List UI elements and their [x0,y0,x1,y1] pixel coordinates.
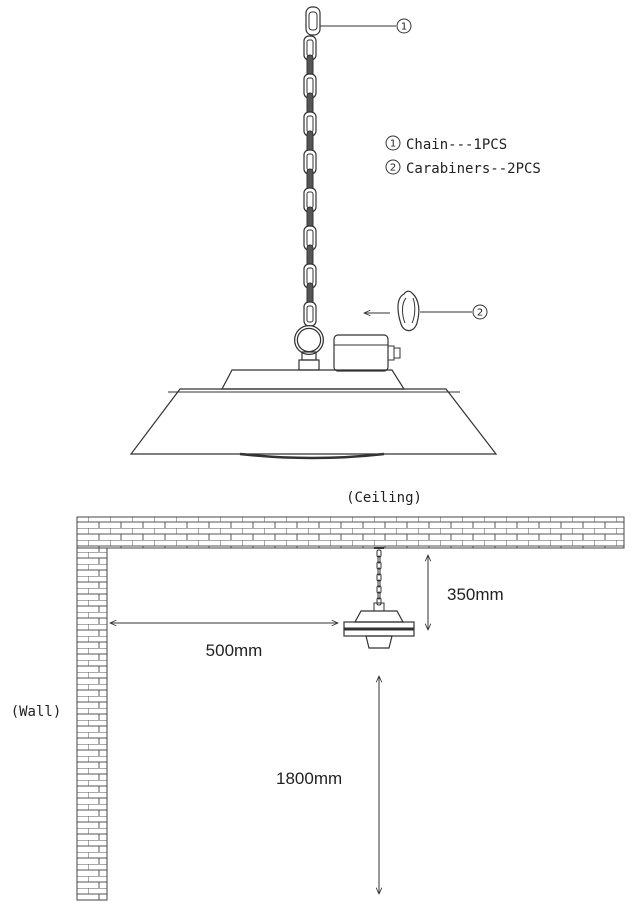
small-chain-link [377,555,381,564]
callout-1: 1 [320,18,412,34]
chain [303,35,317,327]
small-chain-link [377,591,381,600]
ceiling-label: (Ceiling) [346,490,422,506]
callout-1-marker [396,18,412,34]
eye-bolt [294,325,324,371]
chain-top-link [305,6,321,36]
dim-distance-from-wall: 500mm [206,641,263,660]
chain-link [303,301,317,327]
small-chain-link [376,561,382,570]
carabiner [364,290,420,332]
callout-1-number: 1 [401,22,407,33]
legend-chain: Chain---1PCS [406,137,507,153]
chain-link [303,35,317,61]
small-chain-link [376,573,382,582]
callout-2-number: 2 [477,308,483,319]
installation-layout: (Ceiling) (Wall) 500mm 350mm [11,490,625,901]
legend-carabiners: Carabiners--2PCS [406,161,541,177]
driver-box [333,334,401,372]
small-chain [376,549,382,606]
dim-1800: 1800mm [276,676,379,894]
small-chain-link [376,585,382,594]
callout-2: 2 [420,304,488,320]
dim-height-above-floor: 1800mm [276,769,342,788]
top-lamp-assembly: 1 1 Chain---1PCS 2 Carabiners--2PCS 2 [129,6,541,460]
wall [76,547,108,901]
lamp-lens [239,452,385,460]
small-chain-link [377,567,381,576]
dim-350: 350mm [428,555,504,630]
ceiling [76,516,625,549]
dim-chain-length: 350mm [447,585,504,604]
callout-2-marker [472,304,488,320]
lamp-body [129,369,498,460]
legend-2-number: 2 [390,163,396,174]
lamp-top-cap [221,369,406,390]
parts-legend: 1 Chain---1PCS 2 Carabiners--2PCS [385,135,541,177]
small-chain-link [376,597,382,606]
dim-500: 500mm [110,623,338,660]
wall-label: (Wall) [11,704,62,720]
hanging-lamp [343,547,415,649]
lamp-reflector [129,388,498,455]
small-chain-link [377,579,381,588]
small-chain-link [376,549,382,558]
legend-1-number: 1 [390,139,396,150]
